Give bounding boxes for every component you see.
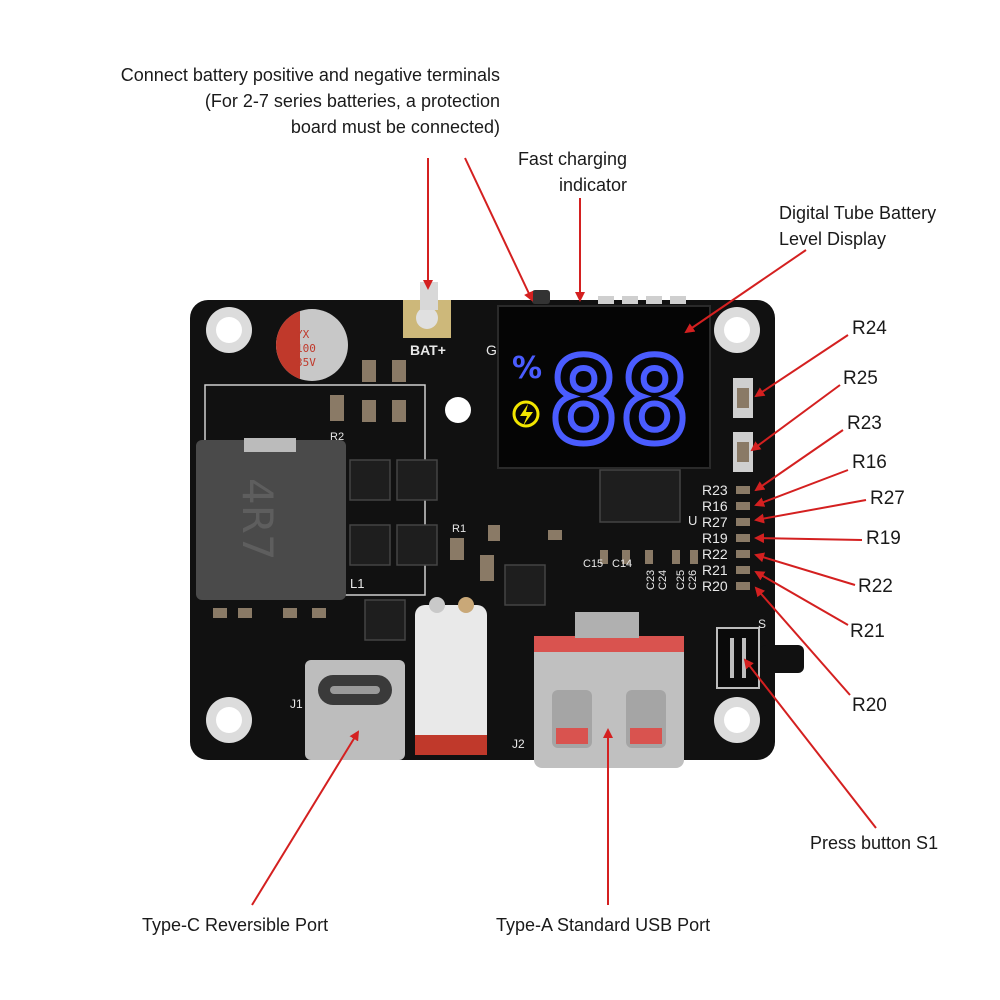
svg-text:L1: L1 xyxy=(350,576,364,591)
callout-fast-charging-indicator: Fast charging indicator xyxy=(517,149,627,195)
svg-text:YX: YX xyxy=(296,328,310,341)
callout-battery-terminals: Connect battery positive and negative te… xyxy=(120,65,500,137)
svg-text:35V: 35V xyxy=(296,356,316,369)
callout-r27: R27 xyxy=(870,488,905,509)
svg-text:S: S xyxy=(758,617,766,631)
svg-text:R27: R27 xyxy=(702,514,728,530)
svg-text:C25: C25 xyxy=(675,570,687,590)
svg-text:C26: C26 xyxy=(687,570,699,590)
smd-components xyxy=(213,360,698,618)
callout-r22: R22 xyxy=(858,576,893,597)
svg-text:100: 100 xyxy=(296,342,316,355)
ic-chips xyxy=(349,459,681,641)
svg-text:R23: R23 xyxy=(702,482,728,498)
inductor-icon xyxy=(196,438,346,600)
digital-tube-display: % 88 xyxy=(497,305,711,473)
svg-text:R1: R1 xyxy=(452,523,466,535)
white-capacitor-icon xyxy=(415,597,487,755)
svg-text:J1: J1 xyxy=(290,697,303,711)
svg-text:C23: C23 xyxy=(645,570,657,590)
electrolytic-capacitor-icon xyxy=(275,309,348,381)
callout-type-a-port: Type-A Standard USB Port xyxy=(496,915,711,935)
header-pins xyxy=(598,296,686,304)
svg-text:R19: R19 xyxy=(702,530,728,546)
silk-capacitor-labels: C15 C14 C23 C24 C25 C26 xyxy=(583,558,699,590)
callout-r19: R19 xyxy=(866,528,901,549)
svg-text:C24: C24 xyxy=(657,570,669,590)
callout-r20: R20 xyxy=(852,695,887,716)
silk-inductor: 4R7 xyxy=(233,478,282,561)
silk-g: G xyxy=(486,342,497,358)
svg-text:R16: R16 xyxy=(702,498,728,514)
callout-r25: R25 xyxy=(843,368,878,389)
callout-r24: R24 xyxy=(852,318,887,339)
fast-charge-icon xyxy=(512,400,540,428)
callout-r21: R21 xyxy=(850,621,885,642)
callout-r16: R16 xyxy=(852,452,887,473)
svg-text:J2: J2 xyxy=(512,737,525,751)
svg-text:R22: R22 xyxy=(702,546,728,562)
svg-text:C14: C14 xyxy=(612,558,632,570)
svg-text:R21: R21 xyxy=(702,562,728,578)
callout-arrows xyxy=(251,157,877,906)
callout-digital-tube-display: Digital Tube Battery Level Display xyxy=(779,203,937,249)
usb-c-port-icon xyxy=(305,660,405,760)
silk-resistor-labels: R23 R16 R27 R19 R22 R21 R20 xyxy=(702,482,728,594)
callout-type-c-port: Type-C Reversible Port xyxy=(142,915,329,935)
fast-charge-led xyxy=(532,290,550,304)
display-percent: % xyxy=(512,351,542,386)
svg-text:U: U xyxy=(688,513,697,528)
callout-r23: R23 xyxy=(847,413,882,434)
resistor-pads xyxy=(733,378,753,590)
svg-text:C15: C15 xyxy=(583,558,603,570)
svg-text:R20: R20 xyxy=(702,578,728,594)
battery-terminal-icon xyxy=(403,282,451,338)
callout-press-button-s1: Press button S1 xyxy=(810,833,939,853)
mounting-hole-icon xyxy=(206,307,760,743)
silk-bat: BAT+ xyxy=(410,342,446,358)
usb-a-port-icon xyxy=(534,612,684,768)
push-button-s1-icon xyxy=(716,627,804,689)
display-digits: 88 xyxy=(548,332,690,470)
